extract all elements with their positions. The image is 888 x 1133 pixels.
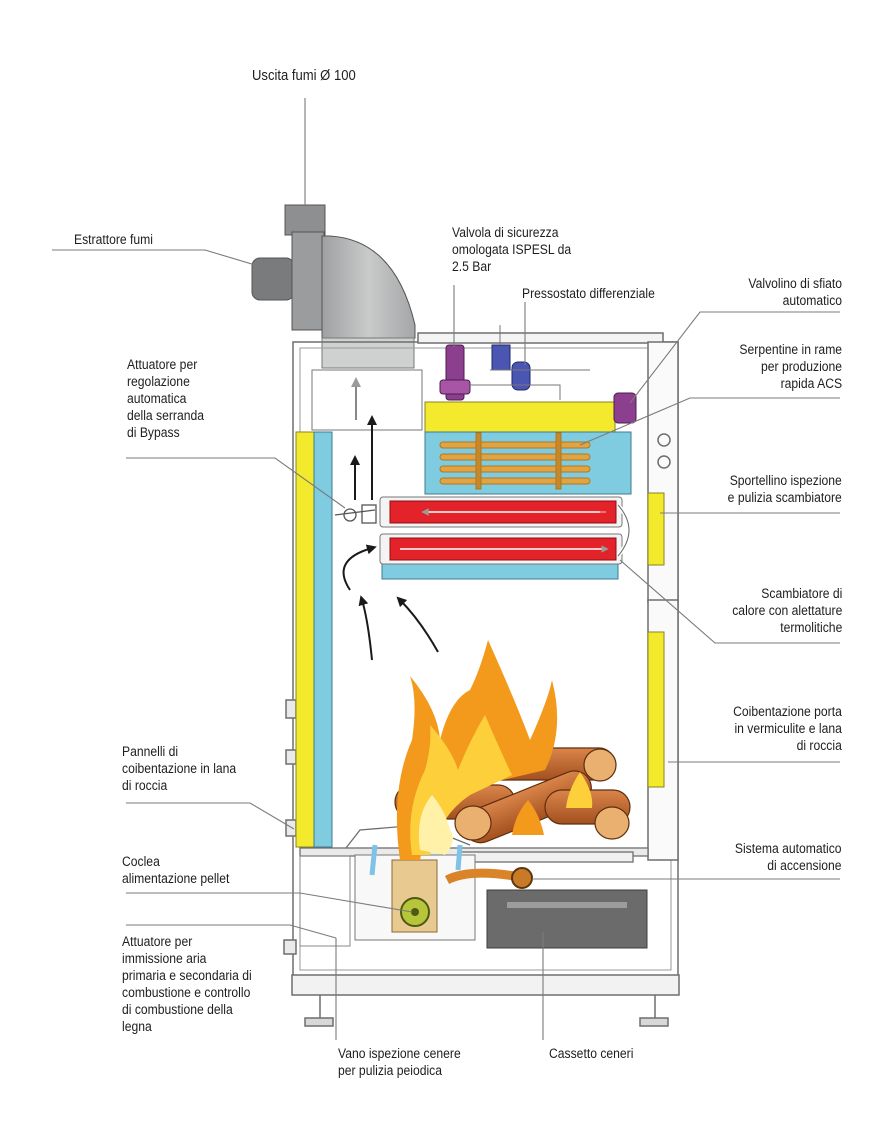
pellet-auger-line-2: alimentazione pellet bbox=[122, 871, 230, 886]
ash-inspection-bay bbox=[299, 855, 351, 947]
ignition-line-1: Sistema automatico bbox=[735, 841, 842, 856]
copper-coil-line-1: Serpentine in rame bbox=[739, 342, 842, 357]
flue-extractor-group bbox=[251, 204, 416, 369]
flue-gas-arrows bbox=[342, 377, 439, 661]
door-insulation-line-2: in vermiculite e lana bbox=[734, 721, 842, 736]
flue-collar bbox=[321, 337, 415, 369]
heat-exchanger-line-2: calore con alettature bbox=[731, 603, 842, 618]
door-insulation-label: Coibentazione porta in vermiculite e lan… bbox=[733, 703, 842, 754]
safety-valve-label: Valvola di sicurezza omologata ISPESL da… bbox=[452, 224, 571, 275]
top-valves bbox=[439, 325, 637, 424]
inspection-door-line-1: Sportellino ispezione bbox=[729, 473, 842, 488]
ash-drawer-shape bbox=[486, 889, 648, 949]
copper-coil-label: Serpentine in rame per produzione rapida… bbox=[739, 341, 842, 392]
ash-drawer-handle bbox=[507, 902, 627, 908]
pellet-burner bbox=[354, 844, 533, 941]
leader-lines bbox=[52, 98, 840, 1040]
air-actuator-line-2: immissione aria bbox=[122, 951, 207, 966]
heat-exchanger-label: Scambiatore di calore con alettature ter… bbox=[732, 585, 842, 636]
ignition-line-2: di accensione bbox=[767, 858, 842, 873]
pellet-auger-line-1: Coclea bbox=[122, 854, 160, 869]
air-vent-line-2: automatico bbox=[782, 293, 842, 308]
door-insulation-line-3: di roccia bbox=[796, 738, 842, 753]
extractor-motor bbox=[251, 257, 295, 301]
air-actuator-line-4: combustione e controllo bbox=[122, 985, 251, 1000]
air-actuator-line-6: legna bbox=[122, 1019, 152, 1034]
flue-elbow bbox=[321, 235, 416, 339]
flames bbox=[396, 640, 593, 860]
bypass-actuator-label: Attuatore per regolazione automatica del… bbox=[127, 356, 204, 441]
flue-extractor-label: Estrattore fumi bbox=[74, 232, 154, 247]
ash-inspection-label: Vano ispezione cenere per pulizia peiodi… bbox=[338, 1045, 461, 1079]
insulation-yellow bbox=[295, 401, 665, 848]
safety-valve-line-2: omologata ISPESL da bbox=[452, 242, 572, 257]
air-actuator-label: Attuatore per immissione aria primaria e… bbox=[122, 933, 252, 1035]
copper-coil-line-3: rapida ACS bbox=[780, 376, 842, 391]
copper-coil-line-2: per produzione bbox=[760, 359, 842, 374]
inspection-door-line-2: e pulizia scambiatore bbox=[727, 490, 842, 505]
heat-exchanger-line-1: Scambiatore di bbox=[760, 586, 842, 601]
insulation-panels-line-2: coibentazione in lana bbox=[122, 761, 237, 776]
air-vent-label: Valvolino di sfiato automatico bbox=[748, 275, 842, 309]
bypass-actuator-line-4: della serranda bbox=[127, 408, 205, 423]
copper-coil bbox=[439, 432, 591, 490]
door-insulation-line-1: Coibentazione porta bbox=[733, 704, 842, 719]
bypass-damper bbox=[334, 504, 377, 524]
bypass-actuator-line-3: automatica bbox=[127, 391, 187, 406]
safety-valve-line-3: 2.5 Bar bbox=[452, 259, 492, 274]
safety-valve-line-1: Valvola di sicurezza bbox=[452, 225, 559, 240]
smoke-chamber bbox=[311, 369, 423, 431]
bypass-actuator-line-1: Attuatore per bbox=[127, 357, 198, 372]
ash-inspection-line-1: Vano ispezione cenere bbox=[338, 1046, 461, 1061]
heat-exchanger-line-3: termolitiche bbox=[779, 620, 842, 635]
pressure-switch-label: Pressostato differenziale bbox=[522, 286, 655, 301]
ash-inspection-line-2: per pulizia peiodica bbox=[338, 1063, 443, 1078]
bypass-actuator-line-5: di Bypass bbox=[127, 425, 180, 440]
bypass-actuator-line-2: regolazione bbox=[127, 374, 190, 389]
ash-drawer-label: Cassetto ceneri bbox=[549, 1046, 634, 1061]
air-actuator-line-3: primaria e secondaria di bbox=[122, 968, 252, 983]
insulation-panels-label: Pannelli di coibentazione in lana di roc… bbox=[122, 743, 236, 794]
flue-outlet-label: Uscita fumi Ø 100 bbox=[252, 68, 356, 84]
heat-exchanger bbox=[379, 496, 631, 565]
extractor-body bbox=[291, 231, 325, 331]
air-actuator-line-5: di combustione della bbox=[122, 1002, 233, 1017]
air-actuator-line-1: Attuatore per bbox=[122, 934, 193, 949]
air-vent-line-1: Valvolino di sfiato bbox=[748, 276, 842, 291]
inspection-door-label: Sportellino ispezione e pulizia scambiat… bbox=[728, 472, 842, 506]
flue-outlet-pipe bbox=[284, 204, 326, 236]
ignition-label: Sistema automatico di accensione bbox=[735, 840, 842, 874]
insulation-panels-line-3: di roccia bbox=[122, 778, 168, 793]
insulation-panels-line-1: Pannelli di bbox=[122, 744, 179, 759]
pellet-auger-label: Coclea alimentazione pellet bbox=[122, 853, 229, 887]
